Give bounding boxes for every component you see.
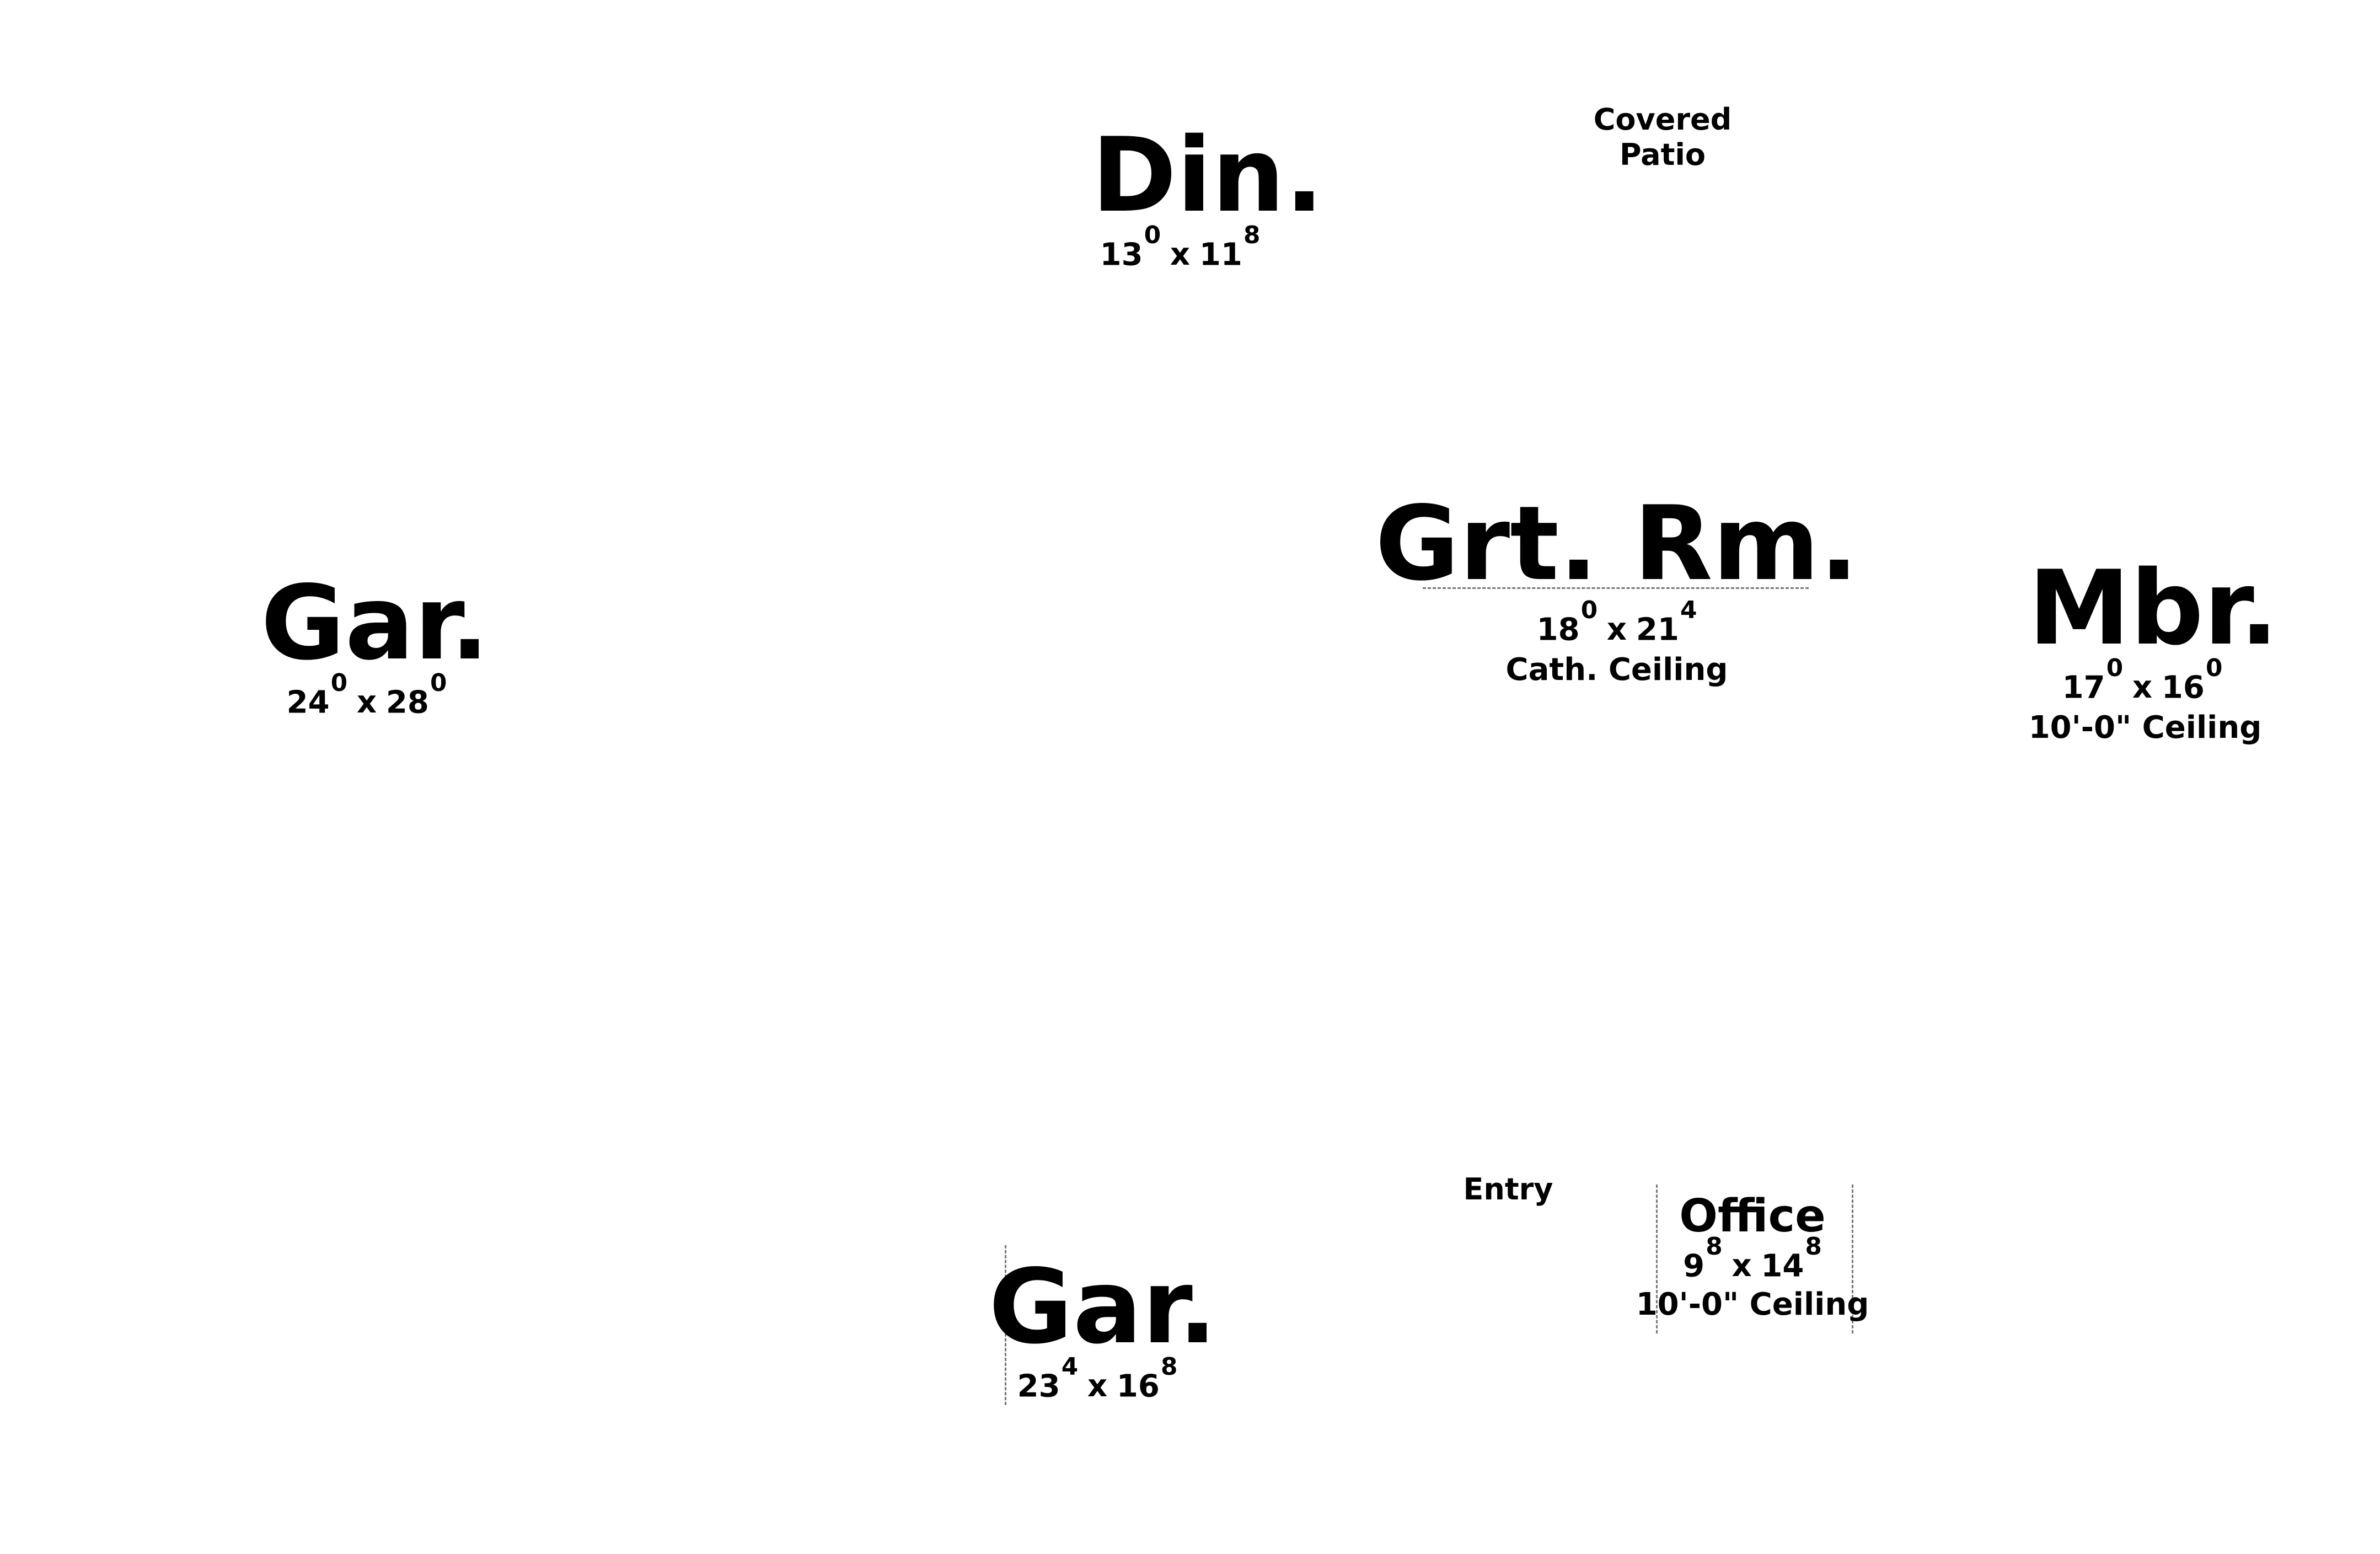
office-dashed-line-right — [1852, 1185, 1853, 1333]
dim-width: 13 — [1100, 236, 1143, 272]
dim-separator: x — [2132, 669, 2153, 705]
dim-length-inches: 8 — [1243, 221, 1261, 249]
label-entry-text: Entry — [1463, 1172, 1553, 1207]
room-ceiling-note: 10'-0" Ceiling — [2028, 709, 2262, 746]
room-ceiling-note: 10'-0" Ceiling — [1636, 1287, 1869, 1323]
dim-separator: x — [1170, 236, 1191, 272]
dim-separator: x — [1087, 1368, 1108, 1404]
dim-length: 16 — [2161, 669, 2205, 705]
dim-width: 17 — [2062, 669, 2105, 705]
dim-width-inches: 0 — [1144, 221, 1161, 249]
room-name: Din. — [1091, 115, 1324, 235]
dim-separator: x — [1732, 1248, 1752, 1284]
dim-length-inches: 8 — [1805, 1233, 1822, 1261]
label-patio: Patio — [1620, 137, 1706, 172]
room-name: Mbr. — [2028, 548, 2279, 668]
dim-length: 16 — [1116, 1368, 1160, 1404]
office-dashed-line-left — [1656, 1185, 1658, 1333]
dim-width: 9 — [1683, 1248, 1705, 1284]
room-ceiling-note: Cath. Ceiling — [1505, 652, 1728, 688]
label-entry: Entry — [1464, 1172, 1553, 1207]
dim-width-inches: 0 — [2106, 653, 2124, 682]
dim-width: 24 — [286, 684, 330, 720]
dim-length: 21 — [1636, 612, 1679, 648]
dim-width-inches: 0 — [1580, 596, 1598, 624]
dim-width: 23 — [1017, 1368, 1060, 1404]
dim-width-inches: 4 — [1061, 1352, 1079, 1381]
garage-bottom-dashed-line — [1005, 1245, 1006, 1405]
dim-length-inches: 0 — [430, 668, 447, 697]
room-name: Gar. — [988, 1247, 1218, 1367]
dim-length-inches: 8 — [1160, 1352, 1178, 1381]
dim-separator: x — [356, 684, 377, 720]
dim-length-inches: 4 — [1680, 596, 1697, 624]
dim-length-inches: 0 — [2205, 653, 2223, 682]
dim-length: 11 — [1199, 236, 1242, 272]
room-name: Grt. Rm. — [1375, 484, 1859, 603]
dim-width-inches: 0 — [330, 668, 348, 697]
room-name: Gar. — [260, 563, 490, 683]
great-room-dashed-line — [1423, 587, 1809, 589]
dim-width-inches: 8 — [1706, 1233, 1723, 1261]
label-covered-patio: Covered Patio — [1594, 102, 1732, 172]
label-covered: Covered — [1593, 102, 1732, 137]
dim-separator: x — [1606, 612, 1627, 648]
dim-length: 28 — [385, 684, 429, 720]
dim-length: 14 — [1761, 1248, 1804, 1284]
room-name: Office — [1679, 1190, 1826, 1242]
dim-width: 18 — [1536, 612, 1580, 648]
